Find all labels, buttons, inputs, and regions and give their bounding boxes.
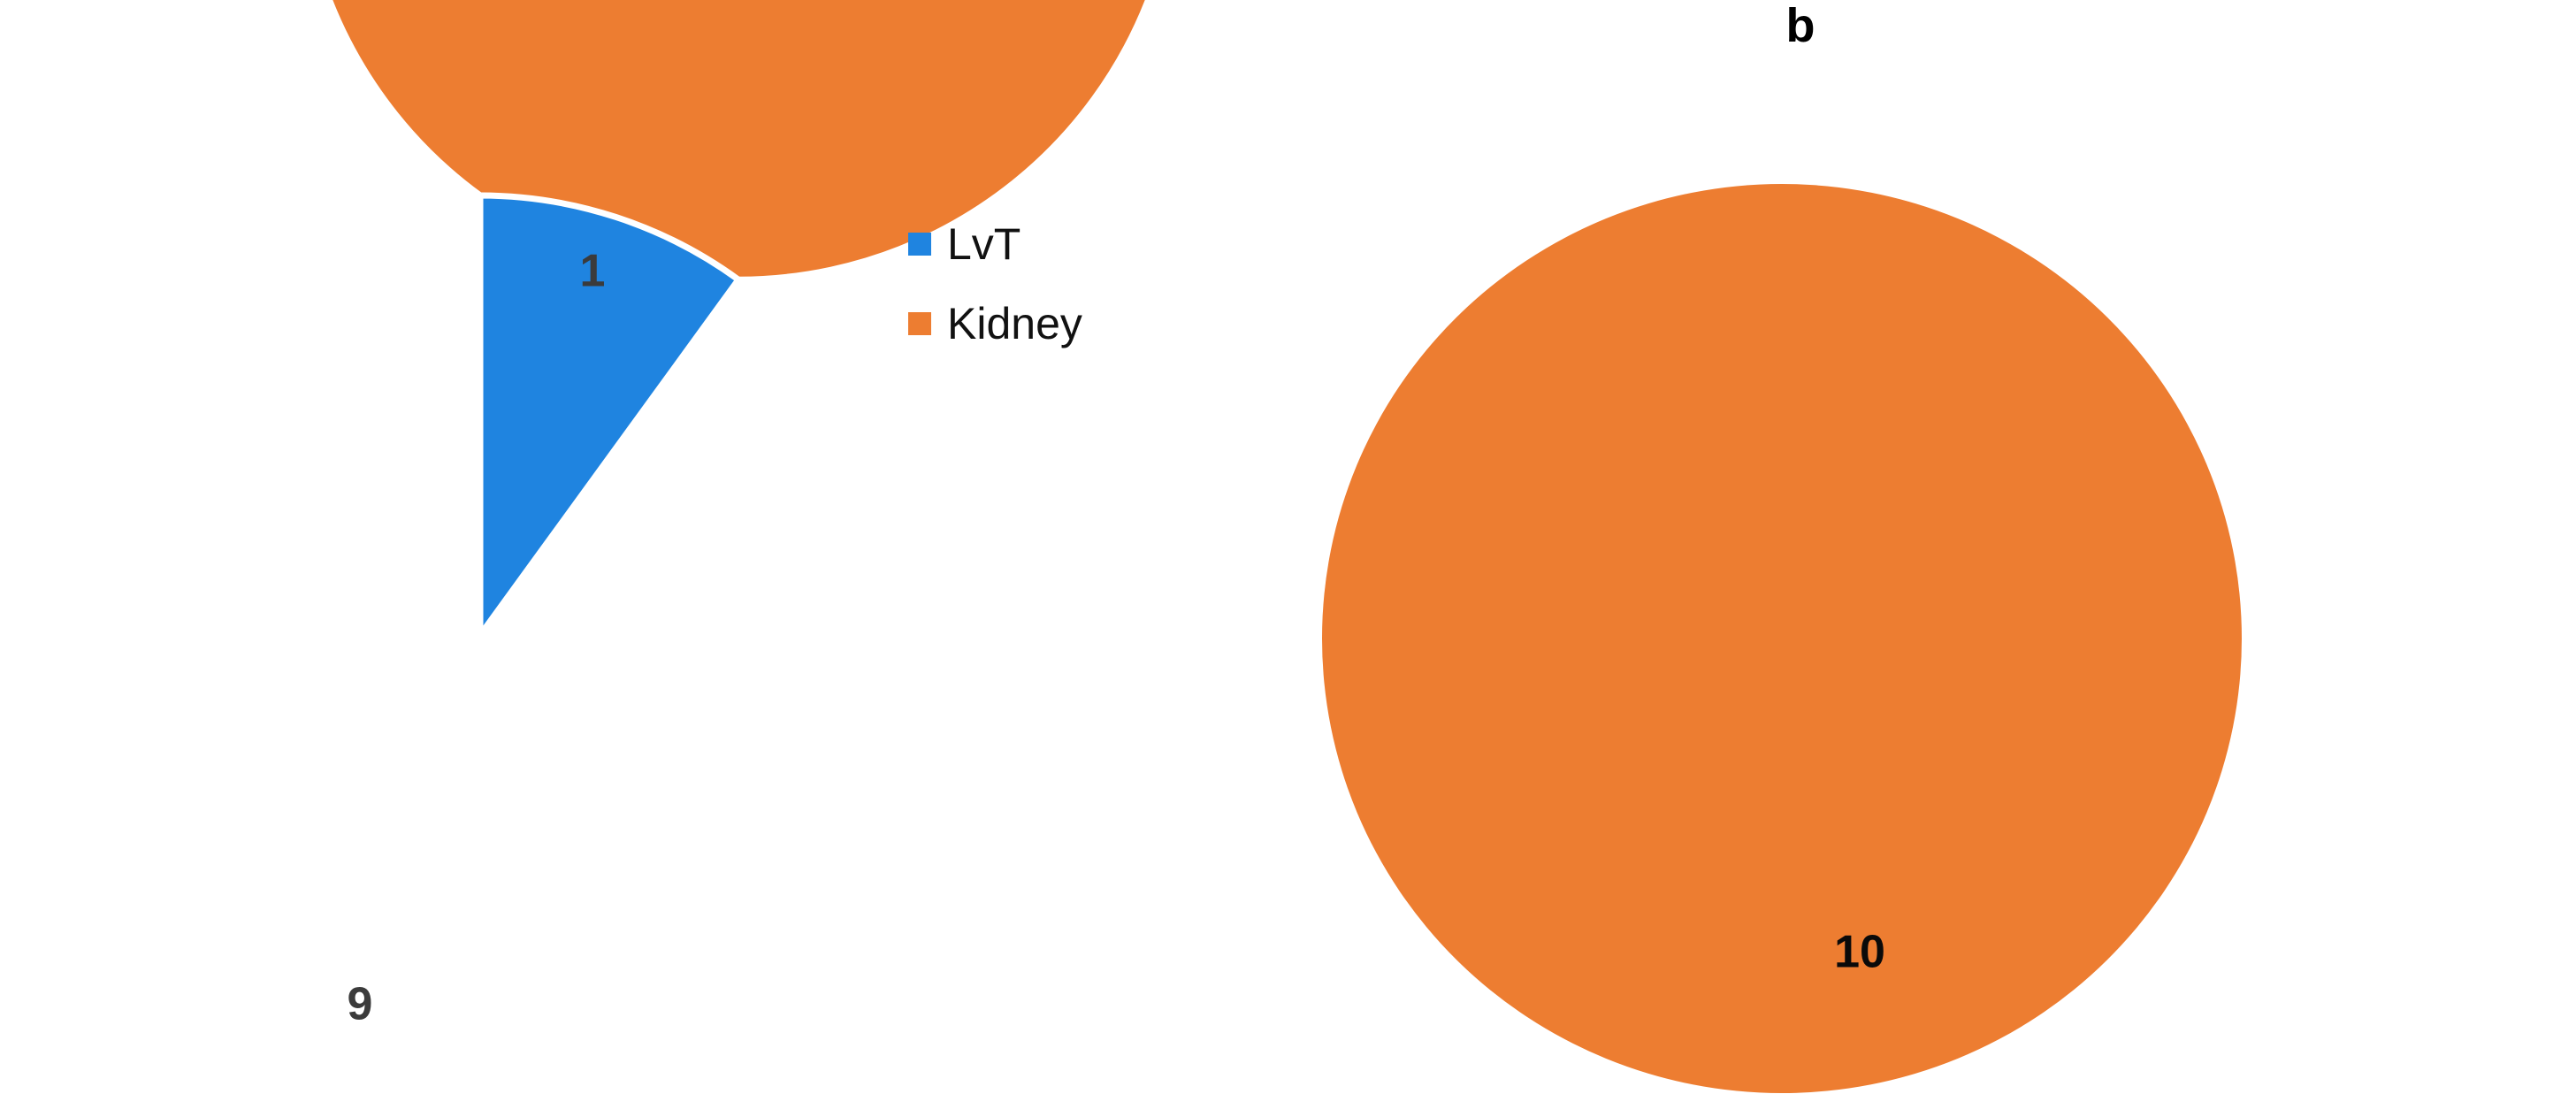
panel-a: a 1 9 LvT Kidney: [329, 0, 1149, 1030]
pie-b-label-no-complications: 10: [1834, 927, 1885, 978]
panel-b: b 10 No complications: [1288, 0, 2576, 1094]
legend-label-kidney: Kidney: [947, 299, 1082, 348]
pie-a-label-kidney: 9: [348, 979, 373, 1030]
pie-slice-lvt[interactable]: [477, 192, 743, 645]
pie-chart-b: 10: [1322, 184, 2242, 1093]
panel-b-title: b: [1785, 0, 1815, 52]
legend-swatch-icon-kidney: [908, 312, 931, 335]
legend-a: LvT Kidney: [908, 217, 1082, 376]
legend-item-lvt[interactable]: LvT: [908, 217, 1082, 272]
legend-swatch-icon-lvt: [908, 233, 931, 256]
legend-label-lvt: LvT: [947, 219, 1021, 269]
pie-slice-no-complications[interactable]: [1322, 184, 2242, 1093]
pie-a-label-lvt: 1: [580, 246, 606, 297]
legend-item-kidney[interactable]: Kidney: [908, 296, 1082, 351]
pie-chart-a: 1 9: [329, 0, 1149, 1030]
